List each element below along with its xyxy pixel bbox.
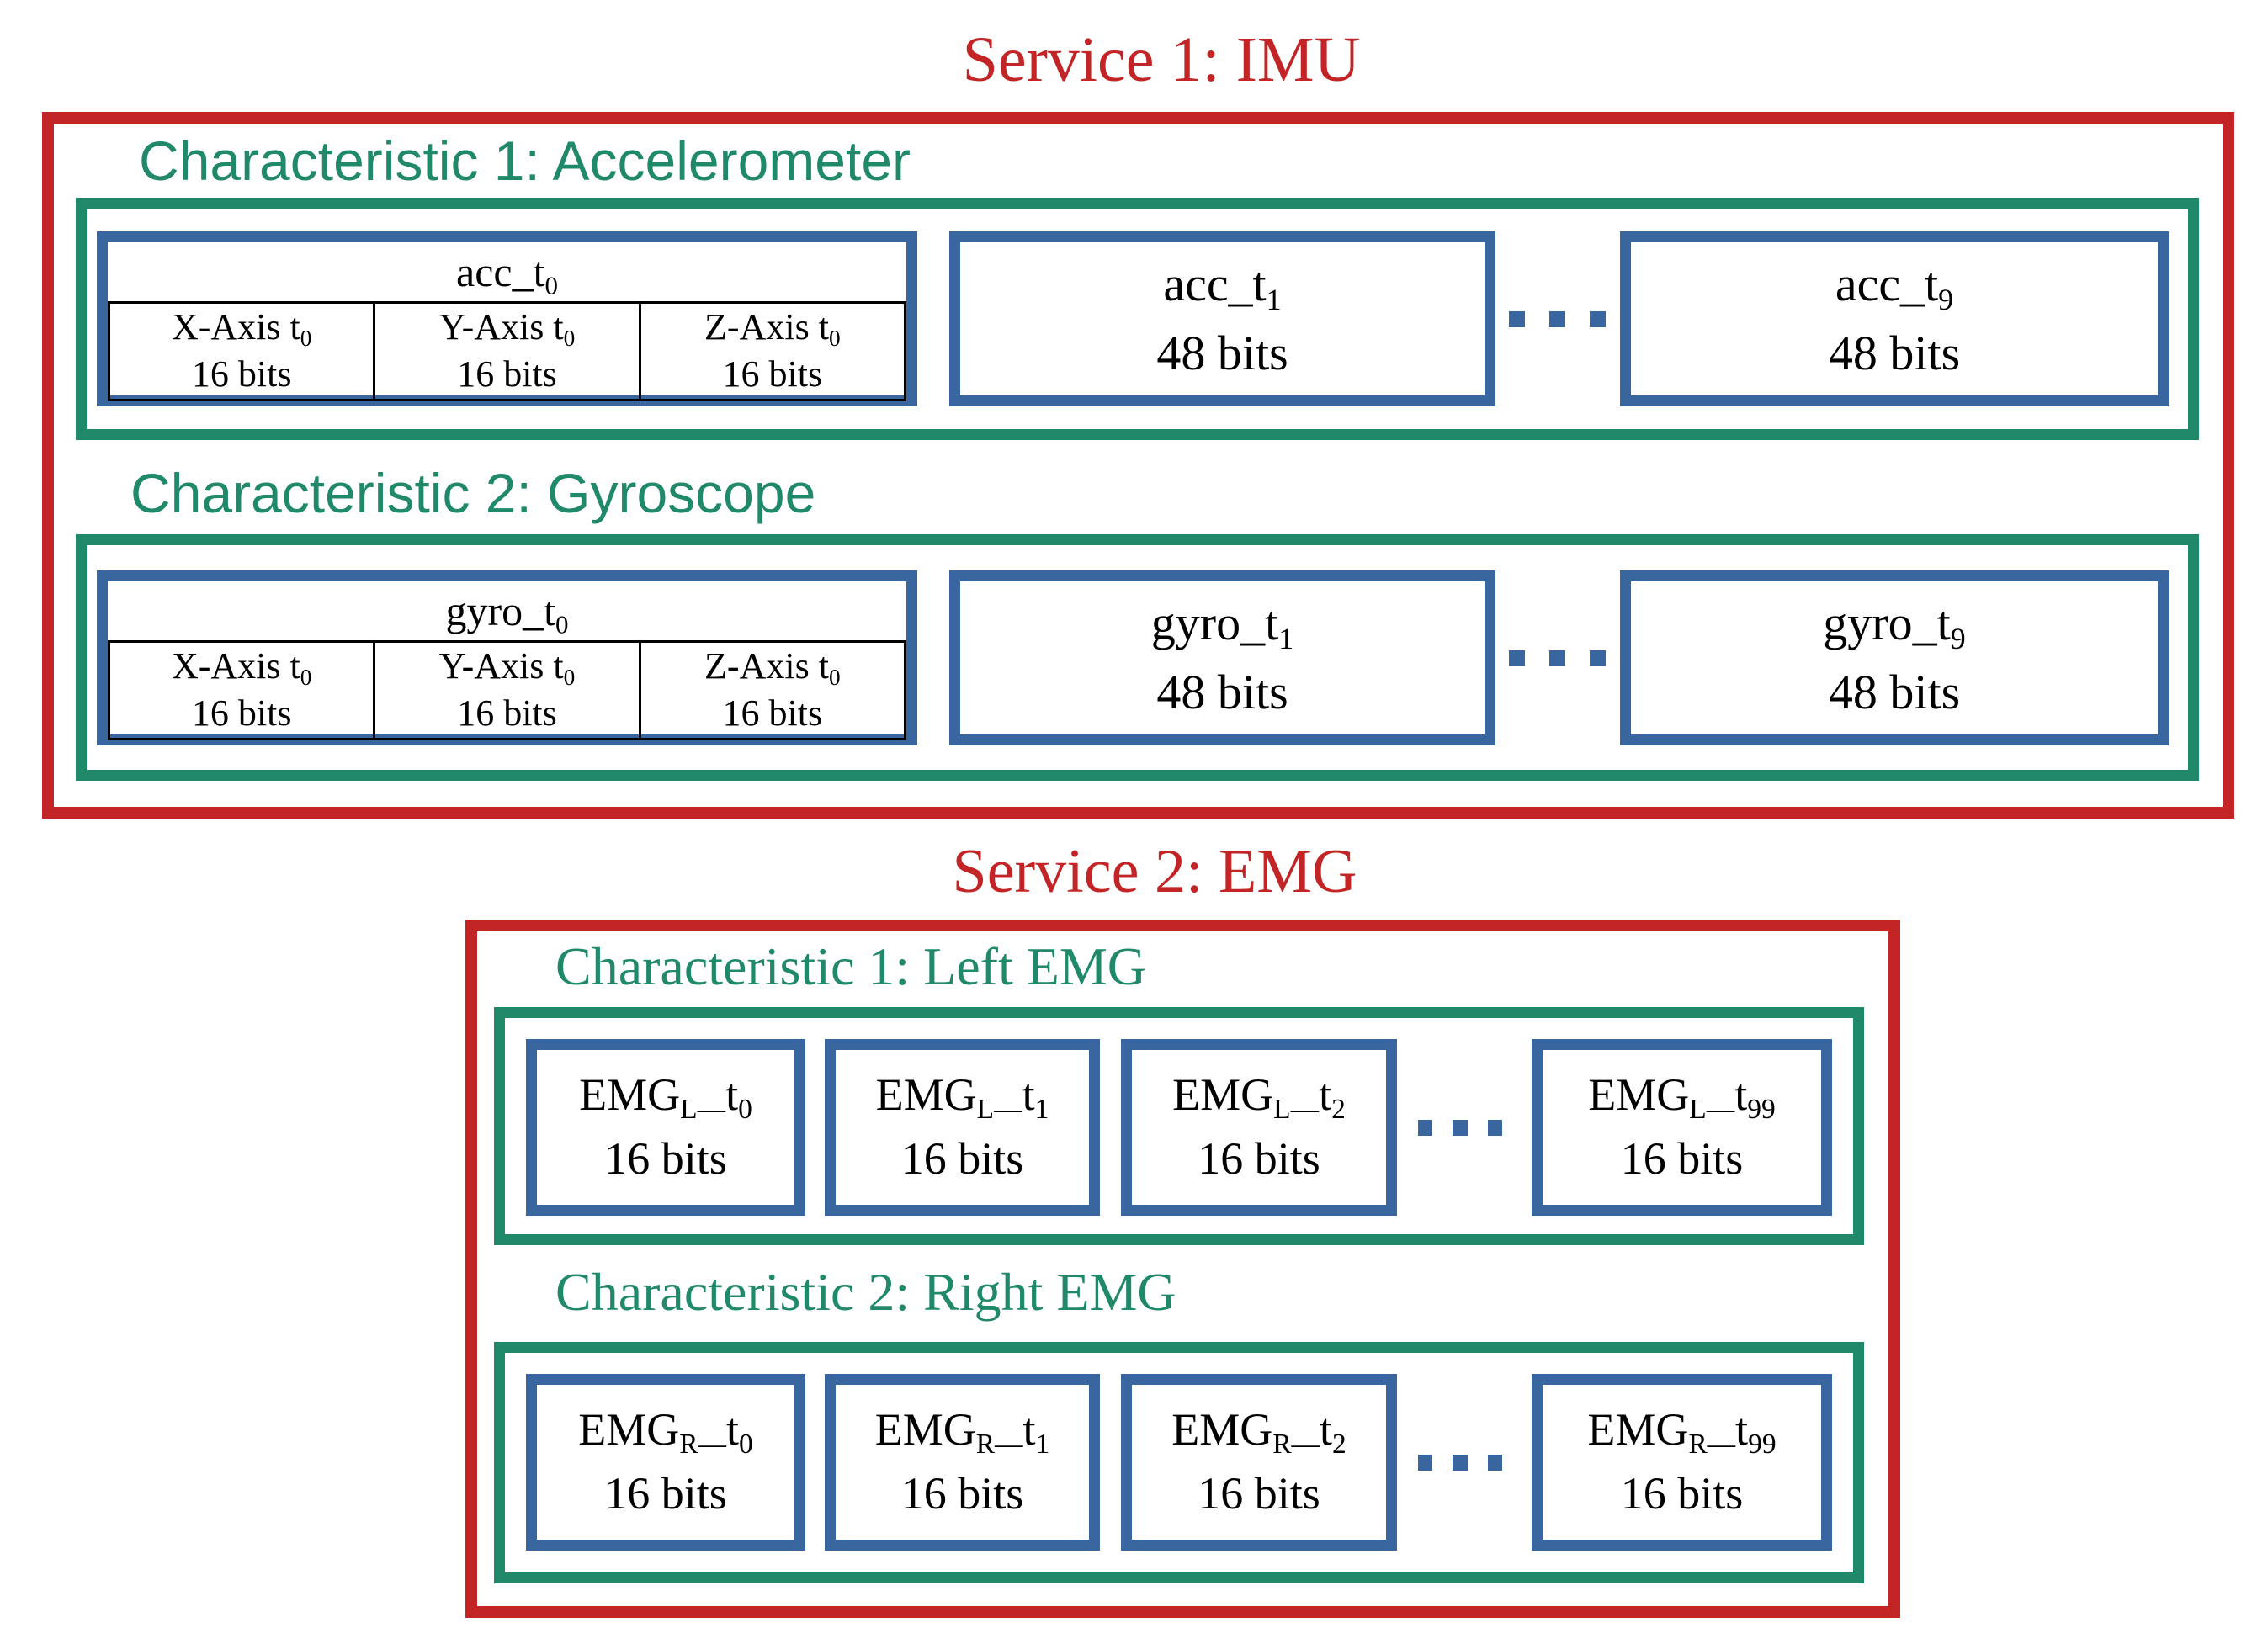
emg-right-t99-box: EMGR—t99 16 bits: [1532, 1374, 1832, 1551]
accelerometer-container: acc_t0 X-Axis t0 16 bits Y-Axis t0 16 bi…: [76, 198, 2199, 440]
packet-name: acc_t9: [1835, 256, 1954, 316]
packet-name: EMGR—t1: [874, 1404, 1050, 1461]
emg-right-t0-box: EMGR—t0 16 bits: [526, 1374, 805, 1551]
packet-name: EMGR—t2: [1171, 1404, 1346, 1461]
packet-size: 48 bits: [1828, 326, 1961, 380]
packet-size: 16 bits: [604, 1468, 727, 1519]
packet-size: 48 bits: [1156, 326, 1288, 380]
acc-y-axis-cell: Y-Axis t0 16 bits: [373, 304, 638, 399]
acc-axis-row: X-Axis t0 16 bits Y-Axis t0 16 bits Z-Ax…: [108, 301, 906, 401]
packet-size: 16 bits: [1620, 1468, 1744, 1519]
packet-size: 48 bits: [1156, 665, 1288, 719]
acc-t9-box: acc_t9 48 bits: [1620, 231, 2169, 406]
axis-label: X-Axis t0: [171, 645, 312, 691]
axis-size: 16 bits: [722, 692, 823, 734]
axis-label: Y-Axis t0: [438, 306, 576, 352]
gyro-t0-packet-table: gyro_t0 X-Axis t0 16 bits Y-Axis t0 16 b…: [97, 570, 917, 745]
gyro-t9-box: gyro_t9 48 bits: [1620, 570, 2169, 745]
acc-x-axis-cell: X-Axis t0 16 bits: [110, 304, 373, 399]
axis-label: Z-Axis t0: [704, 306, 841, 352]
emg-right-t2-box: EMGR—t2 16 bits: [1121, 1374, 1397, 1551]
emg-left-t99-box: EMGL—t99 16 bits: [1532, 1039, 1832, 1216]
service2-box: Characteristic 1: Left EMG EMGL—t0 16 bi…: [465, 920, 1900, 1618]
packet-name: EMGR—t0: [578, 1404, 753, 1461]
gyro-z-axis-cell: Z-Axis t0 16 bits: [638, 643, 904, 738]
accelerometer-heading: Characteristic 1: Accelerometer: [139, 130, 911, 192]
emg-left-t0-box: EMGL—t0 16 bits: [526, 1039, 805, 1216]
packet-size: 48 bits: [1828, 665, 1961, 719]
acc-t1-box: acc_t1 48 bits: [949, 231, 1495, 406]
packet-name: gyro_t1: [1150, 595, 1294, 655]
ellipsis-icon: [1418, 1374, 1502, 1551]
gyroscope-heading: Characteristic 2: Gyroscope: [130, 462, 816, 524]
axis-size: 16 bits: [457, 353, 557, 395]
gyro-t1-box: gyro_t1 48 bits: [949, 570, 1495, 745]
emg-left-t1-box: EMGL—t1 16 bits: [825, 1039, 1100, 1216]
right-emg-heading: Characteristic 2: Right EMG: [555, 1262, 1176, 1322]
axis-size: 16 bits: [191, 692, 292, 734]
gyro-axis-row: X-Axis t0 16 bits Y-Axis t0 16 bits Z-Ax…: [108, 640, 906, 740]
packet-size: 16 bits: [604, 1133, 727, 1184]
packet-name: gyro_t0: [445, 587, 569, 639]
acc-t0-packet-table: acc_t0 X-Axis t0 16 bits Y-Axis t0 16 bi…: [97, 231, 917, 406]
service1-title: Service 1: IMU: [962, 24, 1361, 95]
left-emg-heading: Characteristic 1: Left EMG: [555, 936, 1146, 996]
axis-size: 16 bits: [457, 692, 557, 734]
packet-name: EMGR—t99: [1587, 1404, 1777, 1461]
axis-size: 16 bits: [722, 353, 823, 395]
ellipsis-icon: [1418, 1039, 1502, 1216]
axis-label: Z-Axis t0: [704, 645, 841, 691]
ellipsis-icon: [1509, 231, 1606, 406]
packet-size: 16 bits: [1198, 1133, 1320, 1184]
acc-t0-packet-label: acc_t0: [108, 242, 906, 301]
packet-name: EMGL—t99: [1588, 1069, 1776, 1126]
packet-name: acc_t1: [1163, 256, 1282, 316]
ellipsis-icon: [1509, 570, 1606, 745]
acc-z-axis-cell: Z-Axis t0 16 bits: [638, 304, 904, 399]
axis-size: 16 bits: [191, 353, 292, 395]
gyroscope-container: gyro_t0 X-Axis t0 16 bits Y-Axis t0 16 b…: [76, 534, 2199, 781]
axis-label: Y-Axis t0: [438, 645, 576, 691]
packet-size: 16 bits: [1620, 1133, 1744, 1184]
emg-right-t1-box: EMGR—t1 16 bits: [825, 1374, 1100, 1551]
axis-label: X-Axis t0: [171, 306, 312, 352]
packet-name: gyro_t9: [1823, 595, 1966, 655]
packet-name: EMGL—t0: [579, 1069, 752, 1126]
service2-title: Service 2: EMG: [952, 837, 1357, 906]
service1-box: Characteristic 1: Accelerometer acc_t0 X…: [42, 112, 2234, 819]
left-emg-container: EMGL—t0 16 bits EMGL—t1 16 bits EMGL—t2 …: [494, 1007, 1864, 1245]
packet-name: acc_t0: [456, 248, 558, 300]
packet-size: 16 bits: [900, 1133, 1024, 1184]
emg-left-t2-box: EMGL—t2 16 bits: [1121, 1039, 1397, 1216]
packet-name: EMGL—t1: [875, 1069, 1049, 1126]
packet-size: 16 bits: [900, 1468, 1024, 1519]
packet-name: EMGL—t2: [1172, 1069, 1346, 1126]
gyro-t0-packet-label: gyro_t0: [108, 581, 906, 640]
gyro-y-axis-cell: Y-Axis t0 16 bits: [373, 643, 638, 738]
right-emg-container: EMGR—t0 16 bits EMGR—t1 16 bits EMGR—t2 …: [494, 1342, 1864, 1583]
gyro-x-axis-cell: X-Axis t0 16 bits: [110, 643, 373, 738]
packet-size: 16 bits: [1198, 1468, 1320, 1519]
